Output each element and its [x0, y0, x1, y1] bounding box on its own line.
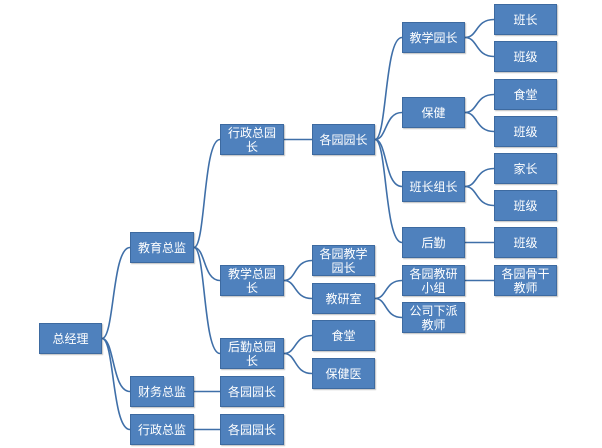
node-health-doctor: 保健医	[312, 358, 375, 389]
node-campus-teaching-principals: 各园教学园长	[312, 245, 375, 276]
node-canteen: 食堂	[494, 79, 557, 110]
connector-bj-bj2	[464, 111, 495, 133]
connector-bzzz-bj3	[464, 185, 495, 207]
node-class-2: 班级	[494, 116, 557, 147]
connector-zjl-jyzj	[101, 246, 131, 340]
node-class-3: 班级	[494, 190, 557, 221]
node-campus-key-teachers: 各园骨干教师	[494, 265, 557, 296]
node-class-group-leader: 班长组长	[402, 171, 465, 202]
connector-gyyz_main-hq	[374, 138, 403, 244]
connector-jys-gsxpjs	[374, 297, 403, 319]
node-finance-director: 财务总监	[130, 376, 194, 407]
connector-hqzyz-st_hq	[283, 334, 313, 355]
connector-bj-st2	[464, 93, 495, 114]
connector-jxzyz-jys	[283, 279, 313, 300]
node-parents: 家长	[494, 153, 557, 184]
connector-jyzj-xzzyz	[193, 138, 221, 249]
node-principals-finance: 各园园长	[220, 376, 284, 407]
connector-jyzj-hqzyz	[193, 246, 221, 355]
node-education-director: 教育总监	[130, 232, 194, 263]
connector-bzzz-jz	[464, 167, 495, 188]
node-teaching-chief-principal: 教学总园长	[220, 265, 284, 296]
node-teaching-research-office: 教研室	[312, 283, 375, 314]
connector-jxzyz-gyjxyz	[283, 259, 313, 282]
node-campus-principals: 各园园长	[312, 124, 375, 155]
connector-jxyz-bz1	[464, 18, 495, 39]
node-class-monitor: 班长	[494, 4, 557, 35]
node-class-4: 班级	[494, 227, 557, 258]
node-logistics-chief-principal: 后勤总园长	[220, 338, 284, 369]
connector-zjl-cwzj	[101, 337, 131, 393]
connector-jys-gyjyxz	[374, 279, 403, 300]
node-principals-admin: 各园园长	[220, 414, 284, 445]
connector-jxyz-bj1	[464, 36, 495, 58]
node-admin-chief-principal: 行政总园长	[220, 124, 284, 155]
connector-gyyz_main-jxyz	[374, 36, 403, 141]
node-company-dispatched-teachers: 公司下派教师	[402, 302, 465, 333]
node-canteen-logistics: 食堂	[312, 320, 375, 351]
node-admin-director: 行政总监	[130, 414, 194, 445]
node-class-1: 班级	[494, 41, 557, 72]
connector-zjl-xzzj	[101, 337, 131, 431]
node-general-manager: 总经理	[39, 323, 102, 354]
node-logistics: 后勤	[402, 227, 465, 258]
connector-gyyz_main-bj	[374, 111, 403, 141]
node-teaching-principal: 教学园长	[402, 22, 465, 53]
connector-hqzyz-bjy	[283, 352, 313, 375]
node-health-care: 保健	[402, 97, 465, 128]
node-campus-research-group: 各园教研小组	[402, 265, 465, 296]
